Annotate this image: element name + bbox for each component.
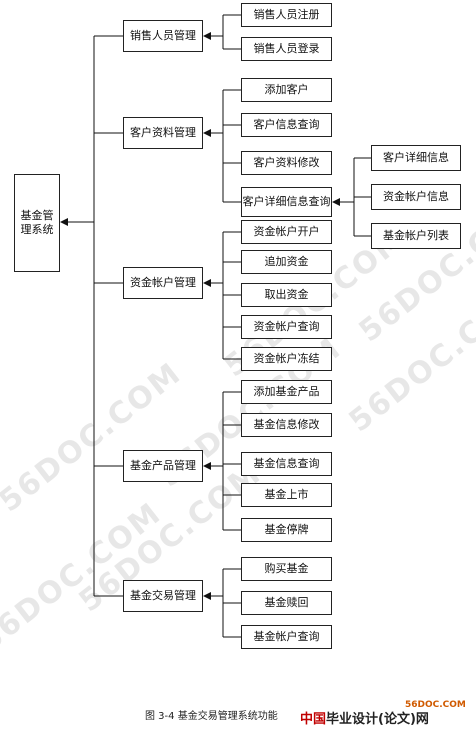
group-node-label: 资金帐户管理 bbox=[130, 276, 196, 290]
detail-node: 基金帐户列表 bbox=[371, 223, 461, 249]
group-node-fund-trade: 基金交易管理 bbox=[123, 580, 203, 612]
leaf-node: 销售人员注册 bbox=[241, 3, 332, 27]
group-node-label: 客户资料管理 bbox=[130, 126, 196, 140]
leaf-node: 添加客户 bbox=[241, 78, 332, 102]
leaf-node: 资金帐户查询 bbox=[241, 315, 332, 339]
leaf-node: 资金帐户开户 bbox=[241, 220, 332, 244]
group-node-label: 销售人员管理 bbox=[130, 29, 196, 43]
leaf-node: 基金停牌 bbox=[241, 518, 332, 542]
leaf-node: 客户资料修改 bbox=[241, 151, 332, 175]
leaf-node: 取出资金 bbox=[241, 283, 332, 307]
leaf-node: 基金上市 bbox=[241, 483, 332, 507]
leaf-node: 购买基金 bbox=[241, 557, 332, 581]
detail-node: 客户详细信息 bbox=[371, 145, 461, 171]
group-node-sales-staff: 销售人员管理 bbox=[123, 20, 203, 52]
leaf-node: 资金帐户冻结 bbox=[241, 347, 332, 371]
leaf-node-customer-detail-query: 客户详细信息查询 bbox=[241, 187, 332, 217]
leaf-node: 基金帐户查询 bbox=[241, 625, 332, 649]
group-node-fund-account: 资金帐户管理 bbox=[123, 267, 203, 299]
root-node: 基金管理系统 bbox=[14, 174, 60, 272]
leaf-node: 基金赎回 bbox=[241, 591, 332, 615]
group-node-customer: 客户资料管理 bbox=[123, 117, 203, 149]
group-node-fund-product: 基金产品管理 bbox=[123, 450, 203, 482]
detail-node: 资金帐户信息 bbox=[371, 184, 461, 210]
site-brand: 中国毕业设计(论文)网 bbox=[300, 712, 429, 727]
leaf-node: 添加基金产品 bbox=[241, 380, 332, 404]
leaf-node: 基金信息修改 bbox=[241, 413, 332, 437]
root-node-label: 基金管理系统 bbox=[20, 209, 54, 236]
group-node-label: 基金产品管理 bbox=[130, 459, 196, 473]
leaf-node: 销售人员登录 bbox=[241, 37, 332, 61]
group-node-label: 基金交易管理 bbox=[130, 589, 196, 603]
leaf-node: 追加资金 bbox=[241, 250, 332, 274]
leaf-node: 客户信息查询 bbox=[241, 113, 332, 137]
figure-caption: 图 3-4 基金交易管理系统功能 bbox=[145, 711, 278, 722]
leaf-node: 基金信息查询 bbox=[241, 452, 332, 476]
site-url: 56DOC.COM bbox=[405, 700, 466, 710]
